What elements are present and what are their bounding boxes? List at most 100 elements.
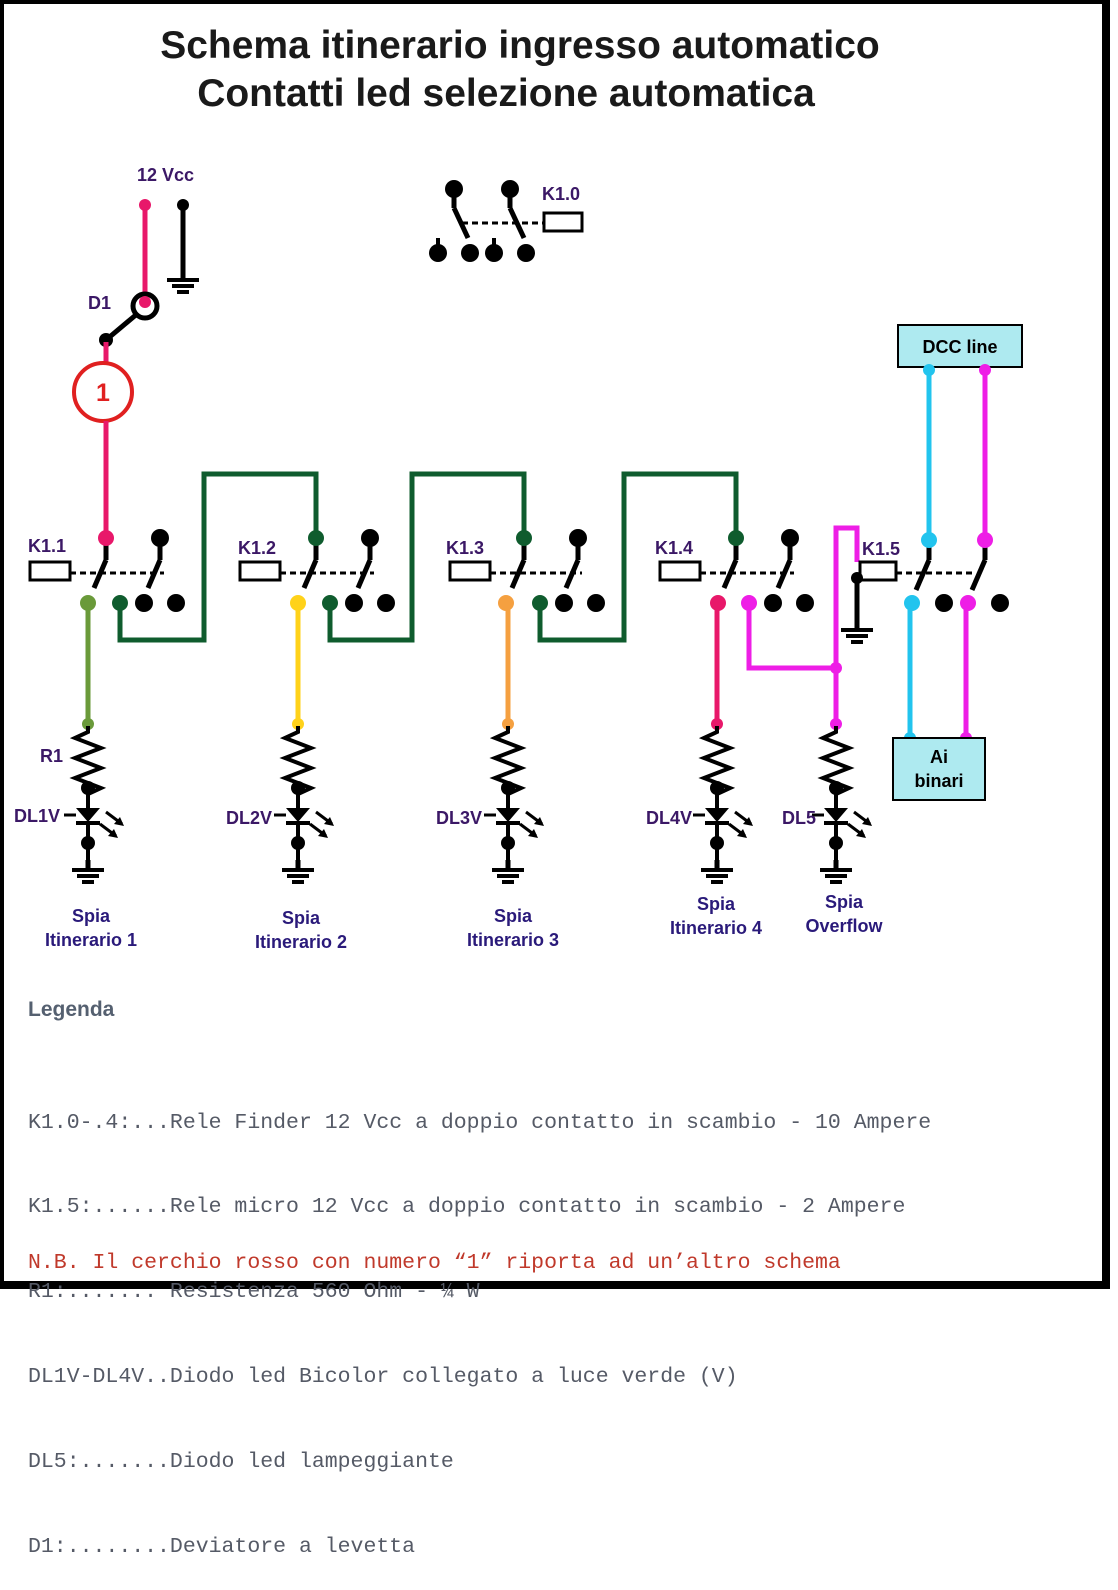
k14-label: K1.4 bbox=[655, 538, 693, 558]
contact-nc-2 bbox=[345, 594, 363, 612]
relay-blade-1 bbox=[721, 559, 739, 589]
branch-terminal bbox=[82, 718, 94, 730]
ground-icon bbox=[492, 860, 524, 882]
legend-heading: Legenda bbox=[28, 998, 115, 1021]
wire-overflow bbox=[746, 603, 836, 671]
legend-line: D1:........Deviatore a levetta bbox=[28, 1535, 416, 1560]
spia-1-line1: Spia bbox=[72, 906, 111, 926]
marker-circle bbox=[72, 361, 134, 423]
k15-ground-icon bbox=[841, 620, 873, 642]
spia-3-line2: Itinerario 3 bbox=[467, 930, 559, 950]
marker-number: 1 bbox=[96, 379, 110, 407]
led-branch-2 bbox=[272, 605, 336, 882]
relay-coil bbox=[658, 560, 702, 582]
relay-blade-2 bbox=[563, 559, 581, 589]
dcc-line-label: DCC line bbox=[922, 337, 997, 357]
led-icon bbox=[62, 806, 126, 840]
relay-k1-2 bbox=[238, 529, 395, 612]
relay-blade-2 bbox=[145, 559, 163, 589]
relay-coil bbox=[28, 560, 72, 582]
branch-terminal bbox=[711, 718, 723, 730]
contact-common-2 bbox=[569, 529, 587, 547]
k10-relay-symbol bbox=[429, 180, 584, 262]
led-branch-3 bbox=[482, 605, 546, 882]
contact-no-2 bbox=[377, 594, 395, 612]
contact-nc-2 bbox=[764, 594, 782, 612]
branch-terminal bbox=[292, 718, 304, 730]
ai-binari-box bbox=[892, 737, 986, 801]
k13-label: K1.3 bbox=[446, 538, 484, 558]
title-line-2: Contatti led selezione automatica bbox=[197, 72, 815, 115]
legend-line: DL5:.......Diodo led lampeggiante bbox=[28, 1450, 454, 1475]
dl2v-label: DL2V bbox=[226, 808, 272, 828]
ai-binari-line1: Ai bbox=[930, 747, 948, 767]
contact-nc-2 bbox=[555, 594, 573, 612]
dl3v-label: DL3V bbox=[436, 808, 482, 828]
spia-4-line2: Itinerario 4 bbox=[670, 918, 762, 938]
spia-2-line2: Itinerario 2 bbox=[255, 932, 347, 952]
contact-common-1 bbox=[98, 530, 114, 546]
spia-overflow-line2: Overflow bbox=[805, 916, 883, 936]
branch-terminal bbox=[830, 718, 842, 730]
contact-common-2 bbox=[361, 529, 379, 547]
green-chain-wire bbox=[117, 471, 319, 643]
led-icon bbox=[482, 806, 546, 840]
led-icon bbox=[272, 806, 336, 840]
branch-terminal bbox=[502, 718, 514, 730]
relay-blade-2 bbox=[355, 559, 373, 589]
ground-icon bbox=[72, 860, 104, 882]
legend-line: K1.5:......Rele micro 12 Vcc a doppio co… bbox=[28, 1195, 906, 1220]
r1-label: R1 bbox=[40, 746, 63, 766]
k15-relay bbox=[851, 532, 1009, 628]
spia-overflow-line1: Spia bbox=[825, 892, 864, 912]
contact-nc-1 bbox=[80, 595, 96, 611]
relay-coil bbox=[448, 560, 492, 582]
d1-label: D1 bbox=[88, 293, 111, 313]
led-branch-1 bbox=[62, 605, 126, 882]
note-line: N.B. Il cerchio rosso con numero “1” rip… bbox=[28, 1251, 841, 1275]
led-icon bbox=[810, 806, 874, 840]
ground-icon bbox=[701, 860, 733, 882]
dl1v-label: DL1V bbox=[14, 806, 60, 826]
contact-common-2 bbox=[151, 529, 169, 547]
contact-nc-2 bbox=[135, 594, 153, 612]
legend-line: DL1V-DL4V..Diodo led Bicolor collegato a… bbox=[28, 1365, 738, 1390]
spia-4-line1: Spia bbox=[697, 894, 736, 914]
k10-label: K1.0 bbox=[542, 184, 580, 204]
legend-list: K1.0-.4:...Rele Finder 12 Vcc a doppio c… bbox=[28, 1052, 931, 1590]
ground-icon bbox=[167, 270, 199, 292]
dl5-label: DL5 bbox=[782, 808, 816, 828]
dl4v-label: DL4V bbox=[646, 808, 692, 828]
contact-no-2 bbox=[587, 594, 605, 612]
k11-label: K1.1 bbox=[28, 536, 66, 556]
k12-label: K1.2 bbox=[238, 538, 276, 558]
border-frame bbox=[0, 0, 1110, 1289]
schematic-diagram: 12 Vcc D1 1 K1.0 bbox=[14, 165, 1023, 952]
relay-blade-1 bbox=[301, 559, 319, 589]
relay-k1-1 bbox=[28, 529, 185, 612]
contact-no-2 bbox=[796, 594, 814, 612]
contact-nc-1 bbox=[290, 595, 306, 611]
spia-3-line1: Spia bbox=[494, 906, 533, 926]
led-branch-4 bbox=[691, 718, 755, 882]
title-line-1: Schema itinerario ingresso automatico bbox=[160, 24, 880, 67]
green-chain-wire bbox=[327, 471, 527, 643]
legend-line: K1.0-.4:...Rele Finder 12 Vcc a doppio c… bbox=[28, 1110, 932, 1135]
relay-blade-1 bbox=[509, 559, 527, 589]
ai-binari-line2: binari bbox=[914, 771, 963, 791]
relay-blade-2 bbox=[775, 559, 793, 589]
ground-icon bbox=[820, 860, 852, 882]
wire-k15-coil bbox=[833, 525, 860, 722]
led-branch-5 bbox=[810, 718, 874, 882]
contact-no-2 bbox=[167, 594, 185, 612]
led-icon bbox=[691, 806, 755, 840]
relay-k1-3 bbox=[448, 529, 605, 612]
spia-2-line1: Spia bbox=[282, 908, 321, 928]
dcc-line-box bbox=[897, 324, 1023, 368]
spia-1-line2: Itinerario 1 bbox=[45, 930, 137, 950]
contact-common-2 bbox=[781, 529, 799, 547]
relay-coil bbox=[238, 560, 282, 582]
vcc-label: 12 Vcc bbox=[137, 165, 194, 185]
k15-label: K1.5 bbox=[862, 539, 900, 559]
legend-line: R1:....... Resistenza 560 Ohm - ¼ W bbox=[28, 1280, 480, 1305]
